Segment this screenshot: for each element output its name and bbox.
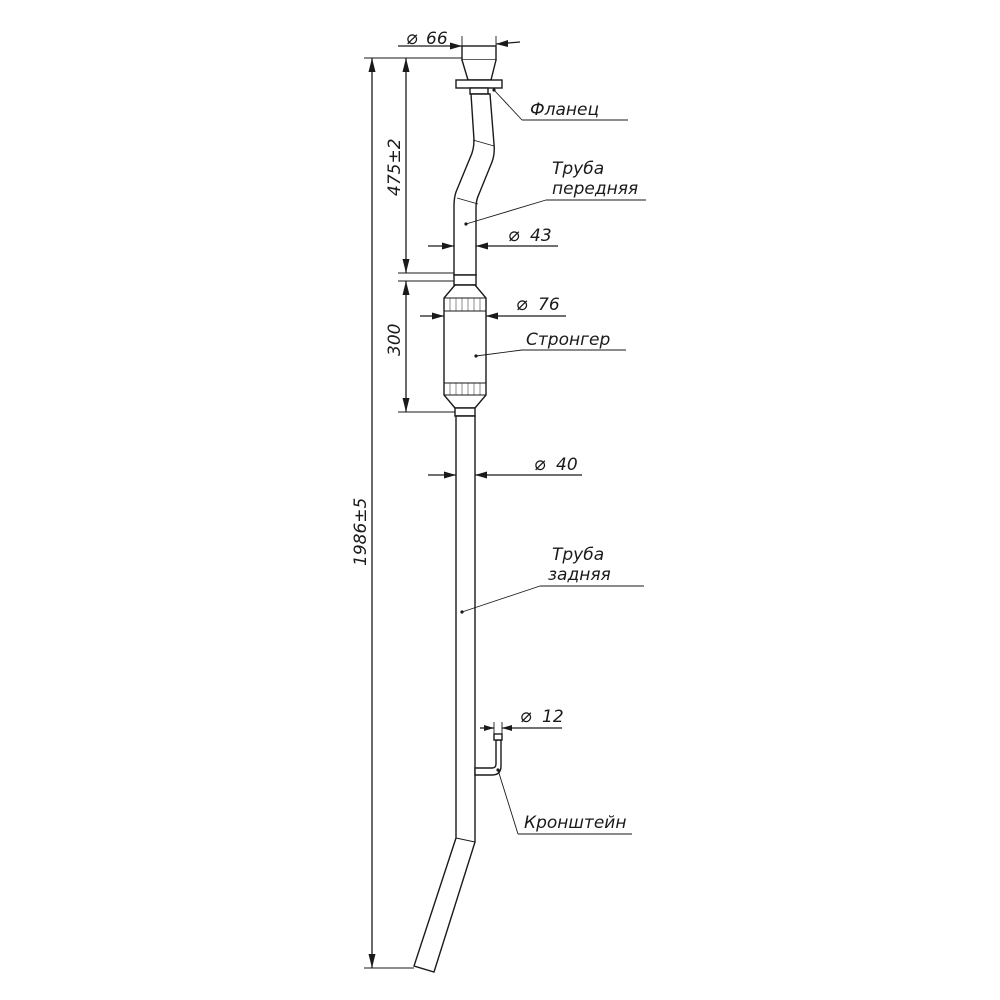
dim-front-length: 475±2 xyxy=(385,57,462,274)
diameter-symbol-icon: ⌀ xyxy=(406,27,418,49)
flange xyxy=(455,45,503,95)
diameter-symbol-icon: ⌀ xyxy=(520,705,532,727)
callout-bracket: Кронштейн xyxy=(496,768,632,835)
front-pipe xyxy=(453,93,495,276)
label-bracket: Кронштейн xyxy=(524,813,626,833)
diameter-symbol-icon: ⌀ xyxy=(516,293,528,315)
dim-rear-diameter: ⌀ 40 xyxy=(428,453,582,479)
callout-rear-pipe: Труба задняя xyxy=(460,545,644,614)
dim-stronger-length: 300 xyxy=(385,280,455,413)
dim-stronger-diameter: ⌀ 76 xyxy=(420,293,566,320)
dim-front-length-text: 475±2 xyxy=(385,138,405,196)
stronger-resonator xyxy=(443,274,487,417)
dim-flange-diameter-text: 66 xyxy=(426,29,448,49)
dim-rear-diameter-text: 40 xyxy=(556,455,578,475)
dim-stronger-length-text: 300 xyxy=(385,324,405,356)
dim-front-diameter: ⌀ 43 xyxy=(428,224,558,250)
dim-bracket-diameter: ⌀ 12 xyxy=(480,705,564,734)
rear-pipe xyxy=(413,415,476,973)
label-front-pipe-line1: Труба xyxy=(552,159,604,179)
dim-front-diameter-text: 43 xyxy=(530,226,552,246)
stronger-hatch xyxy=(449,298,481,395)
pipe-assembly xyxy=(413,45,503,973)
dim-flange-diameter: ⌀ 66 xyxy=(398,27,521,50)
label-stronger: Стронгер xyxy=(526,330,610,350)
diameter-symbol-icon: ⌀ xyxy=(534,453,546,475)
label-front-pipe-line2: передняя xyxy=(552,179,638,199)
dim-bracket-diameter-text: 12 xyxy=(542,707,564,727)
dim-total-length-text: 1986±5 xyxy=(351,498,371,566)
dimensions: 1986±5 475±2 300 ⌀ xyxy=(351,27,582,969)
dim-stronger-diameter-text: 76 xyxy=(538,295,560,315)
diameter-symbol-icon: ⌀ xyxy=(508,224,520,246)
dim-total-length: 1986±5 xyxy=(351,57,462,969)
callout-front-pipe: Труба передняя xyxy=(464,159,646,226)
label-rear-pipe-line1: Труба xyxy=(552,545,604,565)
callout-flange: Фланец xyxy=(492,88,628,121)
callouts: Фланец Труба передняя Стронгер Труба зад… xyxy=(460,88,646,835)
label-rear-pipe-line2: задняя xyxy=(548,565,611,585)
callout-stronger: Стронгер xyxy=(474,330,626,358)
label-flange: Фланец xyxy=(530,100,599,120)
